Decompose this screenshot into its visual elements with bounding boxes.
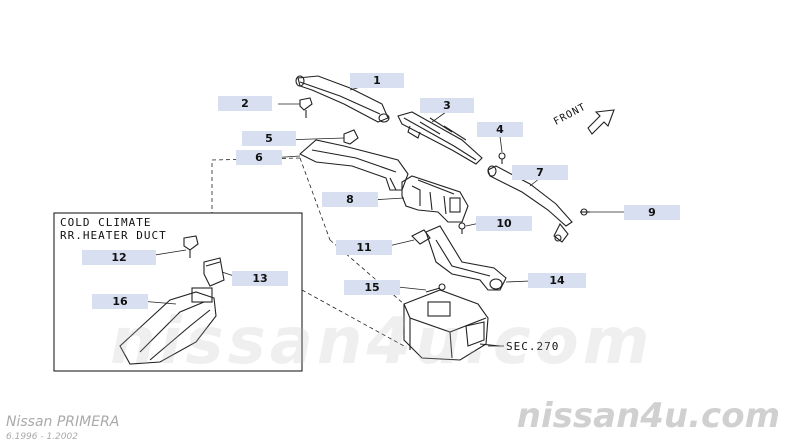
callout-3: 3 xyxy=(420,98,474,113)
part-11-clip xyxy=(411,229,431,245)
part-15-screw xyxy=(425,283,446,293)
callout-5: 5 xyxy=(242,131,296,146)
callout-16: 16 xyxy=(92,294,148,309)
inset-frame xyxy=(53,212,303,372)
model-name: Nissan PRIMERA xyxy=(6,414,120,430)
front-arrow xyxy=(587,109,615,135)
part-13-outlet xyxy=(203,257,225,287)
part-4-screw xyxy=(498,152,506,164)
callout-12: 12 xyxy=(82,250,156,265)
model-dates: 6.1996 - 1.2002 xyxy=(6,432,78,442)
callout-13: 13 xyxy=(232,271,288,286)
part-8-assembly xyxy=(401,175,469,223)
part-3-duct xyxy=(397,111,483,165)
section-reference: SEC.270 xyxy=(506,340,560,353)
inset-title-line2: RR.HEATER DUCT xyxy=(60,229,167,242)
part-14-duct xyxy=(425,225,507,291)
callout-6: 6 xyxy=(236,150,282,165)
inset-title-line1: COLD CLIMATE xyxy=(60,216,152,229)
callout-7: 7 xyxy=(512,165,568,180)
callout-9: 9 xyxy=(624,205,680,220)
inset-title: COLD CLIMATE RR.HEATER DUCT xyxy=(60,216,167,242)
part-16-duct xyxy=(119,287,217,365)
heater-unit xyxy=(403,289,501,361)
part-10-screw xyxy=(458,222,466,234)
callout-1: 1 xyxy=(350,73,404,88)
part-2-clip xyxy=(299,97,313,118)
callout-15: 15 xyxy=(344,280,400,295)
callout-11: 11 xyxy=(336,240,392,255)
callout-8: 8 xyxy=(322,192,378,207)
callout-4: 4 xyxy=(477,122,523,137)
callout-2: 2 xyxy=(218,96,272,111)
watermark-center: nissan4u.com xyxy=(110,305,654,379)
callout-10: 10 xyxy=(476,216,532,231)
part-5-clip xyxy=(343,129,359,145)
watermark-bottom: nissan4u.com xyxy=(516,396,780,436)
part-1-duct xyxy=(295,75,390,123)
part-6-duct xyxy=(299,139,409,191)
callout-14: 14 xyxy=(528,273,586,288)
part-12-clip xyxy=(183,235,199,258)
